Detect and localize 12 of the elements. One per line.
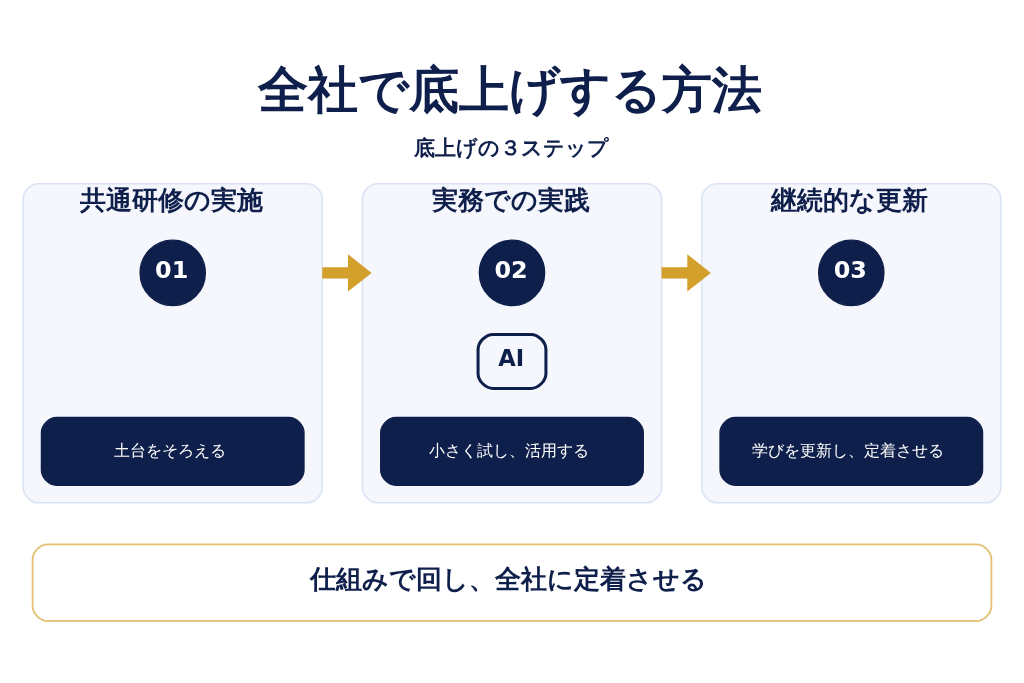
node-box: 小さく試し、活用する xyxy=(380,416,644,486)
arrow xyxy=(322,253,372,291)
node-circle: 01 xyxy=(139,239,206,306)
node-circle: 02 xyxy=(478,239,546,306)
diagram-title: 全社で底上げする方法 xyxy=(258,59,763,119)
node-box: 学びを更新し、定着させる xyxy=(719,416,984,486)
label: 底上げの３ステップ xyxy=(413,134,609,160)
node-box: AI xyxy=(476,332,548,390)
node-box: 仕組みで回し、全社に定着させる xyxy=(31,542,993,622)
node-circle: 03 xyxy=(818,239,885,306)
arrow xyxy=(661,253,711,291)
node-box: 土台をそろえる xyxy=(40,416,305,486)
